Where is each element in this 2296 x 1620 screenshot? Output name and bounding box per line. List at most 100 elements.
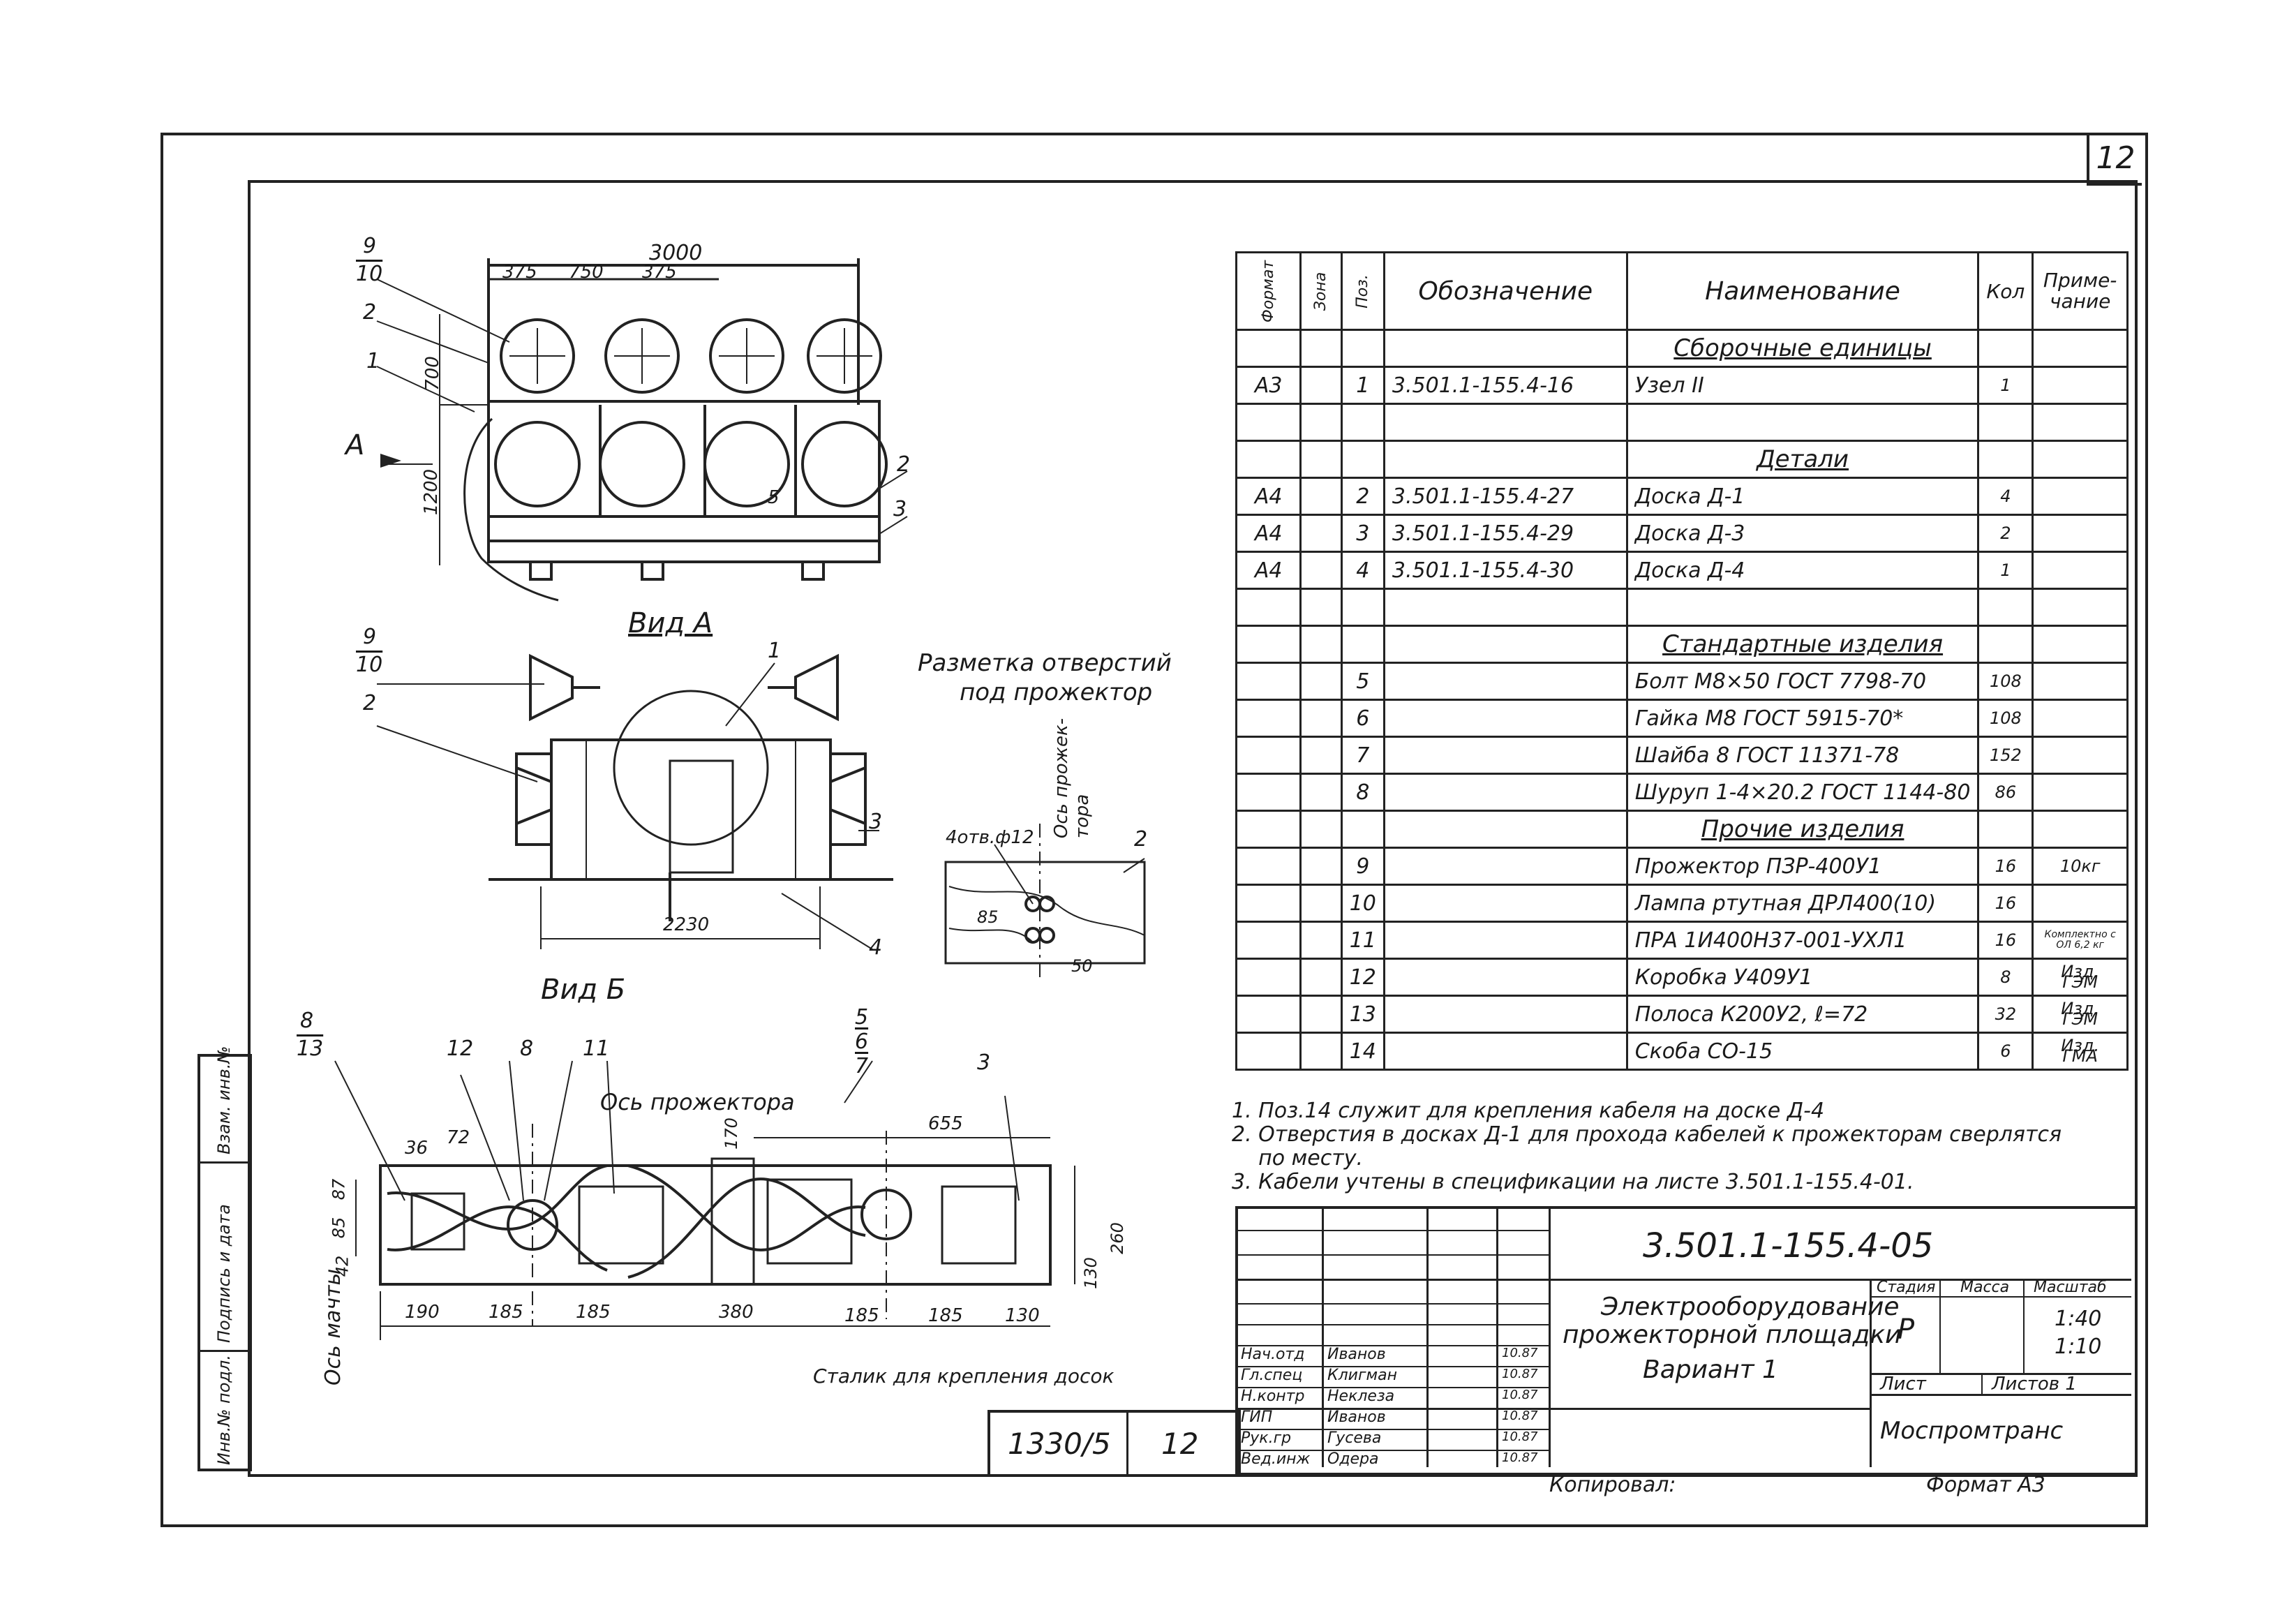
- scale-label: Масштаб: [2034, 1279, 2107, 1296]
- spec-name: Коробка У409У1: [1625, 958, 1980, 997]
- spec-format: [1235, 921, 1302, 960]
- spec-qty: 2: [1977, 514, 2034, 553]
- role-title: Нач.отд: [1241, 1346, 1305, 1363]
- spec-note: [2032, 514, 2129, 553]
- spec-note: [2032, 773, 2129, 812]
- note-1: 1. Поз.14 служит для крепления кабеля на…: [1232, 1099, 1825, 1123]
- role-person: Иванов: [1327, 1409, 1386, 1426]
- inventory-stamp: 1330/5 12: [987, 1410, 1241, 1477]
- spec-name: Прожектор ПЗР-400У1: [1625, 847, 1980, 886]
- format-label: Формат А3: [1926, 1473, 2045, 1497]
- holes-callout-2: 2: [1134, 827, 1148, 852]
- spec-format: А3: [1235, 366, 1302, 405]
- side-callout-2: 2: [363, 691, 377, 715]
- spec-note: Изд. ГЭМ: [2032, 995, 2129, 1034]
- plan-dim-87: 87: [329, 1178, 349, 1201]
- mass-label: Масса: [1960, 1279, 2010, 1296]
- note-2: 2. Отверстия в досках Д-1 для прохода ка…: [1232, 1122, 2062, 1147]
- inventory-number: 1330/5: [1008, 1427, 1111, 1461]
- spec-pos: 6: [1340, 699, 1385, 738]
- plan-dim-72: 72: [447, 1127, 470, 1148]
- top-view-caption: Вид А: [628, 607, 713, 639]
- spec-pos: 4: [1340, 551, 1385, 590]
- spec-header-qty: Кол: [1977, 251, 2034, 331]
- spec-qty: 108: [1977, 699, 2034, 738]
- spec-pos: 13: [1340, 995, 1385, 1034]
- plan-dim-190: 190: [405, 1302, 440, 1323]
- plan-callout-11: 11: [583, 1036, 610, 1061]
- spec-section-title: Стандартные изделия: [1625, 625, 1980, 664]
- holes-axis-label: Ось прожек- тора: [1051, 718, 1094, 839]
- spec-designation: [1382, 773, 1628, 812]
- top-dim-3000: 3000: [649, 241, 703, 265]
- title-line-2: прожекторной площадки: [1563, 1321, 1902, 1349]
- stage-label: Стадия: [1877, 1279, 1936, 1296]
- role-date: 10.87: [1502, 1429, 1538, 1444]
- spec-note: [2032, 884, 2129, 923]
- spec-format: [1235, 995, 1302, 1034]
- plan-dim-42: 42: [332, 1255, 352, 1277]
- spec-qty: 4: [1977, 477, 2034, 516]
- plan-callout-13: 13: [297, 1036, 324, 1061]
- top-callout-3: 3: [893, 497, 907, 521]
- spec-designation: [1382, 662, 1628, 701]
- plan-mast-label: Ось мачты: [321, 1268, 345, 1385]
- top-dim-700: 700: [422, 356, 443, 391]
- spec-designation: [1382, 847, 1628, 886]
- copied-by: Копировал:: [1549, 1473, 1676, 1497]
- sheet-number: 12: [2087, 134, 2142, 186]
- spec-designation: 3.501.1-155.4-30: [1382, 551, 1628, 590]
- spec-format: [1235, 699, 1302, 738]
- spec-name: Гайка М8 ГОСТ 5915-70*: [1625, 699, 1980, 738]
- spec-header-name: Наименование: [1625, 251, 1980, 331]
- spec-section-row: Прочие изделия: [1235, 810, 2129, 849]
- spec-name: ПРА 1И400Н37-001-УХЛ1: [1625, 921, 1980, 960]
- spec-designation: [1382, 884, 1628, 923]
- plan-dim-36: 36: [405, 1138, 428, 1159]
- role-person: Одера: [1327, 1450, 1379, 1468]
- top-dim-375a: 375: [502, 262, 537, 283]
- spec-format: [1235, 736, 1302, 775]
- holes-dim-50: 50: [1071, 956, 1093, 976]
- spec-pos: 14: [1340, 1032, 1385, 1071]
- spec-row: 6 Гайка М8 ГОСТ 5915-70*108: [1235, 699, 2129, 738]
- spec-pos: 9: [1340, 847, 1385, 886]
- top-callout-1: 1: [366, 349, 380, 373]
- spec-qty: 32: [1977, 995, 2034, 1034]
- spec-pos: 10: [1340, 884, 1385, 923]
- spec-pos: 11: [1340, 921, 1385, 960]
- title-line-3: Вариант 1: [1643, 1355, 1778, 1384]
- spec-qty: 6: [1977, 1032, 2034, 1071]
- spec-note: [2032, 551, 2129, 590]
- top-callout-10: 10: [356, 262, 383, 286]
- plan-caption: Сталик для крепления досок: [813, 1365, 1115, 1388]
- plan-dim-130r: 130: [1080, 1257, 1101, 1289]
- plan-callout-8b: 8: [520, 1036, 534, 1061]
- spec-pos: 1: [1340, 366, 1385, 405]
- plan-axis-label: Ось прожектора: [600, 1089, 795, 1115]
- spec-pos: 12: [1340, 958, 1385, 997]
- top-callout-2b: 2: [897, 452, 911, 477]
- role-title: Рук.гр: [1241, 1429, 1292, 1447]
- role-title: Вед.инж: [1241, 1450, 1311, 1468]
- side-stamp: Инв.№ подл. Подпись и дата Взам. инв.№: [197, 1046, 252, 1471]
- plan-dim-85: 85: [329, 1217, 349, 1239]
- spec-header-format: Формат: [1235, 251, 1302, 331]
- role-date: 10.87: [1502, 1388, 1538, 1402]
- role-person: Гусева: [1327, 1429, 1382, 1447]
- role-person: Клигман: [1327, 1367, 1397, 1384]
- role-title: Гл.спец: [1241, 1367, 1303, 1384]
- plan-dim-260: 260: [1107, 1222, 1127, 1254]
- top-callout-5: 5: [768, 487, 780, 508]
